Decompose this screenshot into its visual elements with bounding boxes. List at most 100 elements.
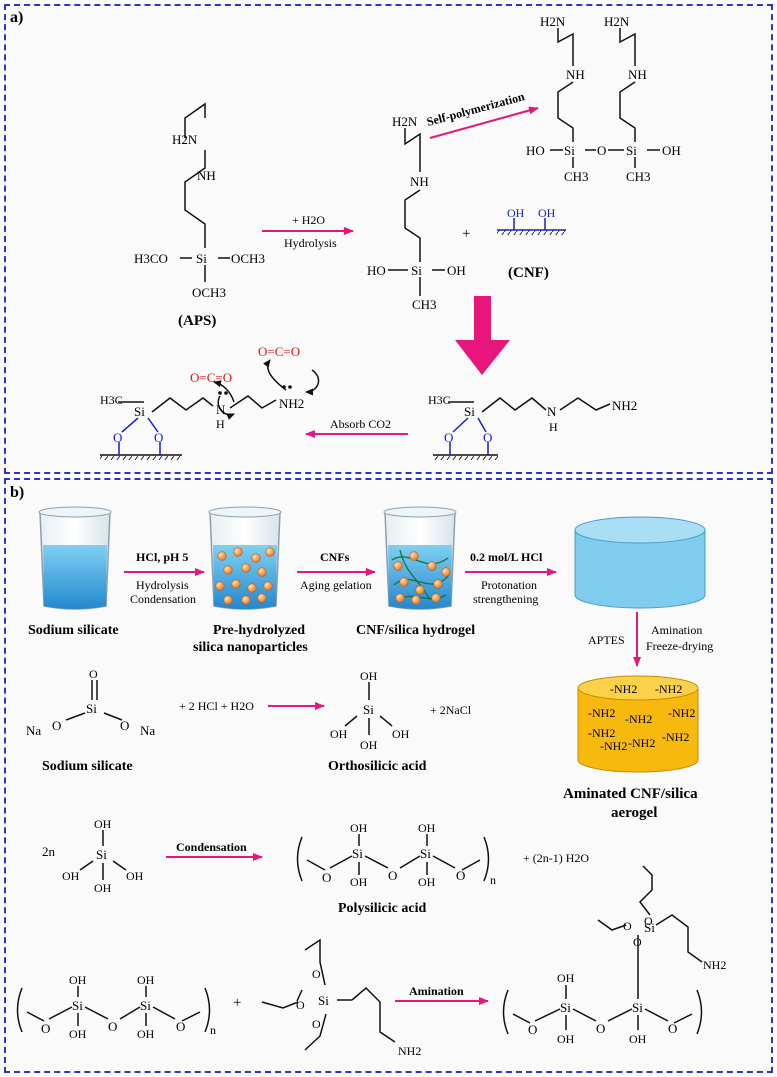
silica-particle: [263, 581, 273, 591]
monomer-structure: [79, 830, 127, 880]
silicate-si: Si: [86, 701, 97, 716]
co2-molecule-1: O=C=O: [190, 370, 232, 385]
r3-plus: +: [233, 995, 241, 1011]
reaction1-reagents: + 2 HCl + H2O: [179, 699, 254, 713]
prod-oh-4: OH: [629, 1032, 647, 1046]
prod-nh2: NH2: [703, 958, 726, 972]
hydrolysis-label: Hydrolysis: [284, 236, 337, 250]
silica-particle: [265, 547, 275, 557]
lone-pair-dot: [282, 385, 286, 389]
arrow3-mid: Protonation: [481, 578, 537, 592]
panel-a: [4, 4, 773, 474]
aps-nh: NH: [197, 168, 216, 183]
monomer-oh-right: OH: [126, 869, 144, 883]
silica-particle: [233, 547, 243, 557]
absorb-co2-label: Absorb CO2: [330, 417, 391, 431]
silica-particle: [215, 581, 225, 591]
grafted-n: N: [547, 404, 557, 419]
lone-pair-dot: [288, 385, 292, 389]
aps-nh2: H2N: [172, 132, 198, 147]
poly-oh-4: OH: [418, 875, 436, 889]
beaker-sodium-silicate: [38, 506, 112, 610]
co2-capture-o-1: O: [113, 430, 122, 445]
silanol-nh: NH: [410, 174, 429, 189]
reactant-polysilicic-structure: [16, 986, 211, 1033]
monomer-oh-top: OH: [94, 817, 112, 831]
arrow1-bot: Condensation: [130, 592, 196, 606]
caption-hydrogel: CNF/silica hydrogel: [356, 623, 475, 638]
dimer-si-1: Si: [564, 143, 575, 158]
amine-labels: -NH2-NH2-NH2-NH2-NH2-NH2-NH2-NH2-NH2: [588, 682, 695, 753]
grafted-oxygen-links: [449, 417, 489, 455]
aptes-si: Si: [318, 993, 329, 1008]
amine-label: -NH2: [588, 706, 615, 720]
r3-si-1: Si: [72, 998, 83, 1013]
prod-o-2: O: [596, 1021, 605, 1036]
silica-particle: [409, 551, 419, 561]
protonated-cylinder: [574, 516, 706, 609]
silicate-o-left: O: [52, 718, 61, 733]
amine-label: -NH2: [655, 682, 682, 696]
aps-si: Si: [196, 251, 207, 266]
grafted-surface: [433, 455, 498, 460]
silanol-nh2: H2N: [392, 114, 418, 129]
dimer-nh-2: NH: [628, 67, 647, 82]
aps-och3-right: OCH3: [231, 251, 265, 266]
prod-o-top: O: [644, 914, 653, 928]
silica-nanoparticles: [215, 547, 275, 605]
silicate-na-right: Na: [140, 723, 155, 738]
silica-particle: [257, 593, 267, 603]
ortho-oh-right: OH: [392, 727, 410, 741]
r3-n: n: [210, 1023, 216, 1037]
amine-label: -NH2: [662, 730, 689, 744]
aptes-nh2: NH2: [398, 1044, 421, 1058]
aptes-structure: [261, 938, 396, 1051]
dimer-nh-1: NH: [566, 67, 585, 82]
r3-oh-2: OH: [137, 973, 155, 987]
silica-particle: [241, 563, 251, 573]
amine-label: -NH2: [628, 736, 655, 750]
cnf-surface: [497, 218, 566, 235]
hydrolysis-reagent: + H2O: [292, 213, 325, 227]
prod-si-1: Si: [560, 1000, 571, 1015]
prod-o-link: O: [633, 935, 642, 949]
ortho-oh-top: OH: [360, 669, 378, 683]
dimer-nh2-2: H2N: [604, 14, 630, 29]
co2-capture-n: N: [216, 402, 226, 417]
co2-capture-nh2: NH2: [279, 396, 304, 411]
co2-capture-surface: [100, 455, 182, 460]
aptes-o-left: O: [296, 998, 305, 1012]
poly-o-3: O: [456, 868, 465, 883]
grafted-o-2: O: [483, 430, 492, 445]
beaker-pre-hydrolyzed: [208, 506, 282, 610]
prod-si-2: Si: [632, 1000, 643, 1015]
grafted-h3c: H3C: [428, 393, 451, 407]
grafted-h: H: [549, 420, 558, 434]
poly-o-1: O: [322, 870, 331, 885]
lone-pair-dot: [218, 391, 222, 395]
prod-o-1: O: [528, 1022, 537, 1037]
co2-molecule-2: O=C=O: [258, 344, 300, 359]
monomer-si: Si: [96, 847, 107, 862]
panel-a-label: a): [10, 9, 23, 26]
silica-particle: [257, 567, 267, 577]
cnf-oh-2: OH: [538, 206, 556, 220]
silica-particle: [217, 551, 227, 561]
amine-label: -NH2: [588, 726, 615, 740]
co2-capture-h: H: [216, 417, 225, 431]
amine-label: -NH2: [625, 712, 652, 726]
arrow2-mid: Aging gelation: [300, 578, 372, 592]
silicate-o-top: O: [89, 667, 98, 681]
caption-sodium-silicate: Sodium silicate: [28, 623, 119, 638]
dimer-si-2: Si: [626, 143, 637, 158]
grafted-nh2: NH2: [612, 398, 637, 413]
co2-capture-o-2: O: [154, 430, 163, 445]
silanol-ho: HO: [367, 263, 386, 278]
silica-particle: [441, 567, 451, 577]
r3-oh-1: OH: [69, 973, 87, 987]
silica-particle: [247, 583, 257, 593]
silica-particle: [241, 595, 251, 605]
silica-particle: [399, 577, 409, 587]
arrow1-top: HCl, pH 5: [136, 550, 188, 564]
